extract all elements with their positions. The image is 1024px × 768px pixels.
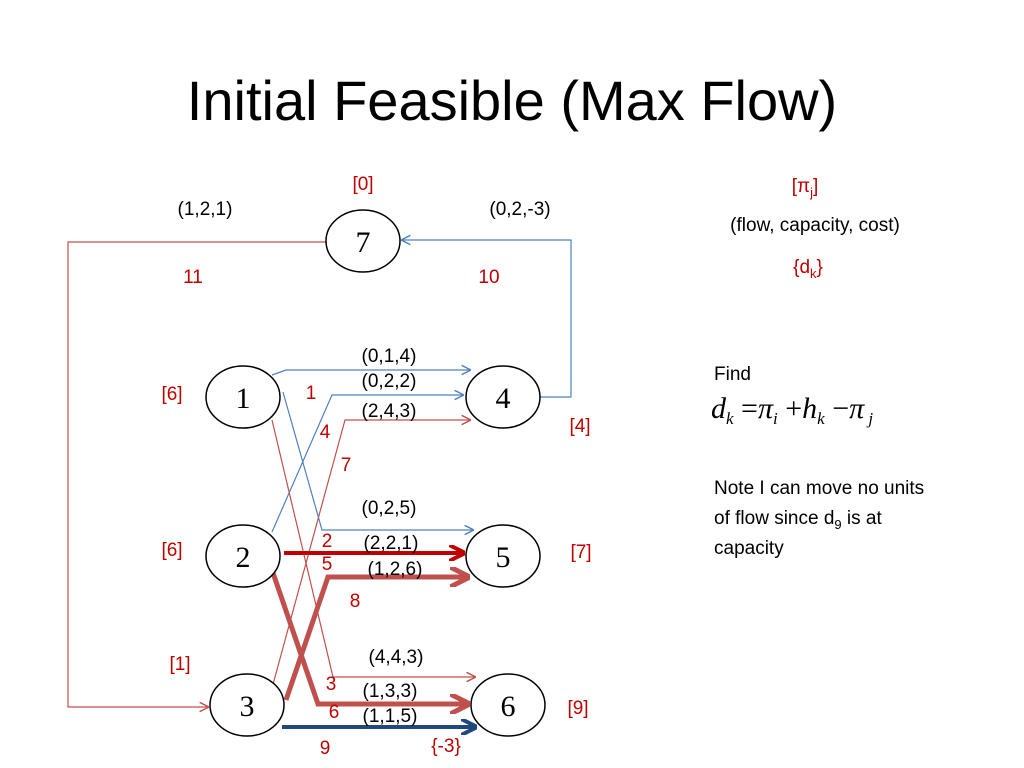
arc-8-tuple: (1,2,6) (368, 559, 423, 580)
arc-5-tuple: (0,2,5) (362, 498, 417, 519)
reduced-cost-formula: dk =πi +hk −π j (711, 392, 873, 428)
arc-6-tuple: (1,3,3) (363, 681, 418, 702)
arc-7-tuple: (2,4,3) (362, 401, 417, 422)
arc-9-tuple: (1,1,5) (363, 706, 418, 727)
arc-10 (402, 240, 572, 398)
arc-9-reduced-cost: {-3} (431, 736, 461, 757)
arc-4 (271, 395, 463, 533)
arc-3-tuple: (4,4,3) (369, 647, 424, 668)
legend-reduced-cost: {dk} (793, 257, 823, 281)
arc-7-number: 7 (341, 455, 352, 476)
find-label: Find (714, 364, 751, 385)
node-3-label: 3 (240, 690, 255, 723)
arc-2-number: 2 (322, 531, 333, 552)
node-7-label: 7 (356, 226, 371, 259)
arc-11-tuple: (1,2,1) (178, 199, 233, 220)
node-6-label: 6 (501, 690, 516, 723)
node-5: 5 (465, 524, 541, 588)
node-3: 3 (209, 673, 285, 737)
arc-5 (282, 391, 473, 530)
legend-potential: [πj] (792, 176, 819, 200)
arc-8-number: 8 (350, 591, 361, 612)
arc-3-number: 3 (326, 674, 337, 695)
potential-node-2: [6] (161, 540, 182, 561)
note-line-3: capacity (714, 538, 784, 559)
arc-1-number: 1 (306, 383, 317, 404)
arc-3 (271, 419, 475, 677)
arc-6-number: 6 (329, 702, 340, 723)
node-7: 7 (325, 209, 401, 273)
legend-tuple: (flow, capacity, cost) (730, 215, 900, 236)
node-4-label: 4 (496, 382, 511, 415)
node-4: 4 (465, 365, 541, 429)
node-1: 1 (205, 365, 281, 429)
node-1-label: 1 (236, 382, 251, 415)
potential-node-7: [0] (352, 174, 373, 195)
node-5-label: 5 (496, 541, 511, 574)
arc-6 (269, 569, 466, 704)
note-line-2: of flow since d9 is at (714, 508, 882, 532)
arc-1-tuple: (0,1,4) (362, 346, 417, 367)
arc-4-number: 4 (320, 422, 331, 443)
node-2: 2 (205, 524, 281, 588)
slide-title: Initial Feasible (Max Flow) (187, 69, 837, 132)
arc-11 (67, 241, 328, 707)
potential-node-5: [7] (570, 542, 591, 563)
arc-4-tuple: (0,2,2) (362, 371, 417, 392)
node-6: 6 (470, 673, 546, 737)
arc-5-number: 5 (322, 554, 333, 575)
arc-10-tuple: (0,2,-3) (489, 199, 550, 220)
note-line-1: Note I can move no units (714, 478, 924, 499)
arc-1 (271, 370, 470, 376)
node-2-label: 2 (236, 541, 251, 574)
potential-node-3: [1] (169, 654, 190, 675)
arc-10-number: 10 (478, 267, 499, 288)
potential-node-1: [6] (161, 384, 182, 405)
arc-2-tuple: (2,2,1) (364, 533, 419, 554)
arc-11-number: 11 (183, 267, 203, 288)
arc-9-number: 9 (320, 738, 331, 759)
arc-7 (271, 420, 470, 689)
potential-node-6: [9] (567, 698, 588, 719)
potential-node-4: [4] (569, 416, 590, 437)
